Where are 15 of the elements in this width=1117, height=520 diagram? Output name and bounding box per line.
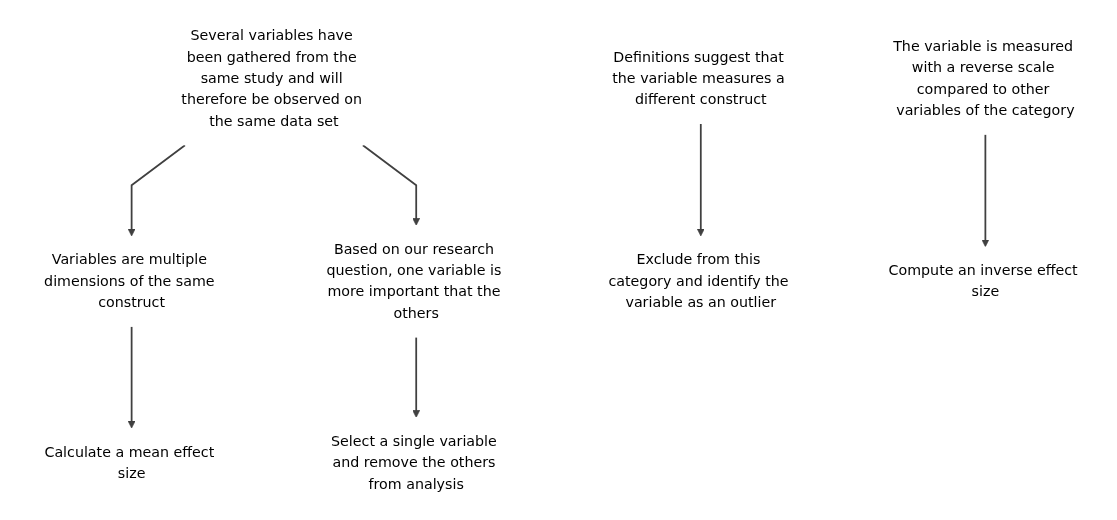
arrow xyxy=(127,325,136,429)
arrow xyxy=(127,144,186,237)
node-text: Select a single variable and remove the others from analysis xyxy=(331,432,497,493)
node-text: Exclude from this category and identify the variable as an outlier xyxy=(608,251,789,311)
node-text: Variables are multiple dimensions of the same construct xyxy=(44,251,215,311)
node-text: The variable is measured with a reverse scale compared to other variables of the category xyxy=(893,37,1075,119)
arrow xyxy=(361,144,421,226)
node-text: Definitions suggest that the variable measures a different construct xyxy=(612,48,785,108)
node-text: Several variables have been gathered from the same study and will therefore be observed on the same data set xyxy=(181,27,362,130)
arrow xyxy=(981,133,990,247)
arrow xyxy=(696,123,705,237)
node-text: Based on our research question, one variable is more important that the others xyxy=(326,240,502,322)
node-text: Compute an inverse effect size xyxy=(888,261,1078,301)
node-text: Calculate a mean effect size xyxy=(44,443,215,482)
arrow xyxy=(412,336,421,418)
